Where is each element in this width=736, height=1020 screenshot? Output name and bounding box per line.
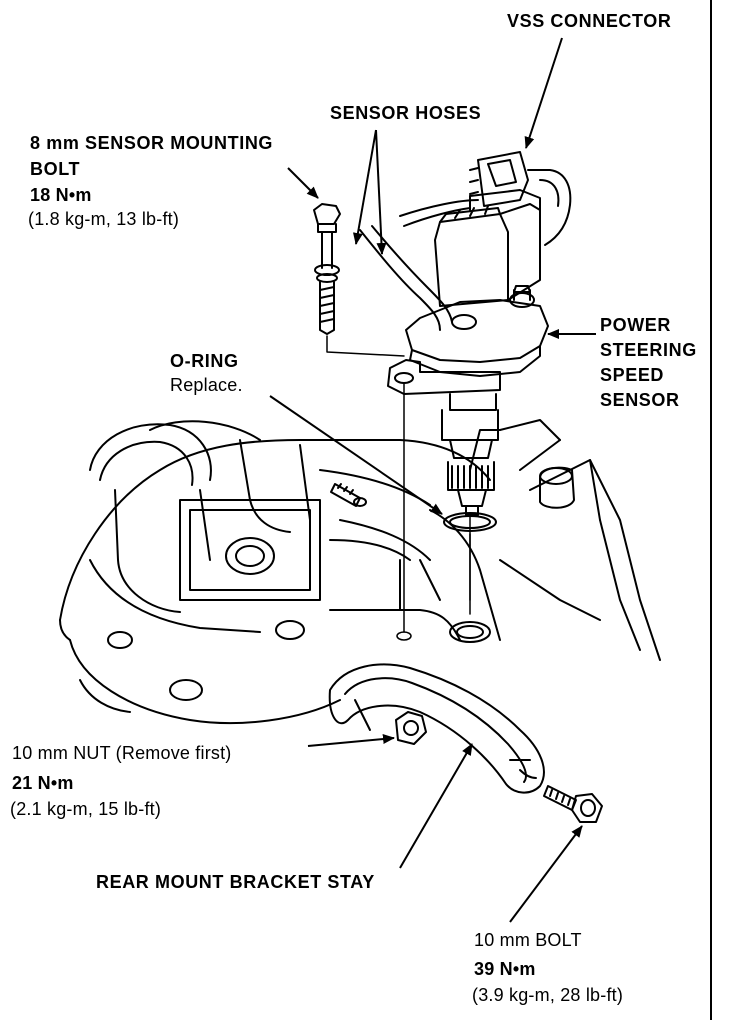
bolt-8mm-drawing <box>313 203 341 335</box>
transmission-housing <box>59 420 501 725</box>
label-bolt-8mm-line2: BOLT <box>30 159 81 179</box>
leader-lines <box>269 37 596 923</box>
assembly-guide-lines <box>326 335 471 641</box>
label-bolt-8mm-torque-alt: (1.8 kg-m, 13 lb-ft) <box>28 209 180 229</box>
label-bracket-stay: REAR MOUNT BRACKET STAY <box>96 872 375 892</box>
label-vss-connector: VSS CONNECTOR <box>507 11 672 31</box>
leader-bracket-stay <box>399 743 473 869</box>
leader-nut-10mm <box>307 734 395 747</box>
label-o-ring-note: Replace. <box>170 375 243 395</box>
label-nut-10mm-line1: 10 mm NUT (Remove first) <box>12 743 232 763</box>
mounting-stud <box>330 483 367 507</box>
label-ps-speed-sensor-line1: POWER <box>600 315 672 335</box>
label-ps-speed-sensor-line3: SPEED <box>600 365 665 385</box>
label-bolt-10mm-torque-alt: (3.9 kg-m, 28 lb-ft) <box>472 985 624 1005</box>
label-bolt-10mm-line1: 10 mm BOLT <box>474 930 582 950</box>
leader-bolt-8mm <box>287 167 319 199</box>
leader-vss-connector <box>524 37 563 149</box>
label-nut-10mm-torque-alt: (2.1 kg-m, 15 lb-ft) <box>10 799 162 819</box>
page-edge-rule <box>710 0 712 1020</box>
label-bolt-8mm-line1: 8 mm SENSOR MOUNTING <box>30 133 274 153</box>
bolt-10mm-drawing <box>543 785 603 823</box>
leader-sensor-hose-1 <box>352 129 377 245</box>
label-o-ring-title: O-RING <box>170 351 239 371</box>
rear-mount-bracket-stay-drawing <box>328 663 545 794</box>
label-nut-10mm-torque: 21 N•m <box>12 773 74 793</box>
speed-sensor-drawing <box>359 151 572 516</box>
label-ps-speed-sensor-line2: STEERING <box>600 340 697 360</box>
leader-sensor-hose-2 <box>375 129 387 255</box>
sensor-bore <box>449 621 491 643</box>
mount-boss <box>469 419 661 661</box>
nut-10mm-drawing <box>395 711 427 745</box>
label-sensor-hoses: SENSOR HOSES <box>330 103 482 123</box>
leader-o-ring <box>269 395 443 515</box>
label-bolt-8mm-torque: 18 N•m <box>30 185 92 205</box>
label-ps-speed-sensor-line4: SENSOR <box>600 390 680 410</box>
label-bolt-10mm-torque: 39 N•m <box>474 959 536 979</box>
leader-bolt-10mm <box>509 825 583 923</box>
